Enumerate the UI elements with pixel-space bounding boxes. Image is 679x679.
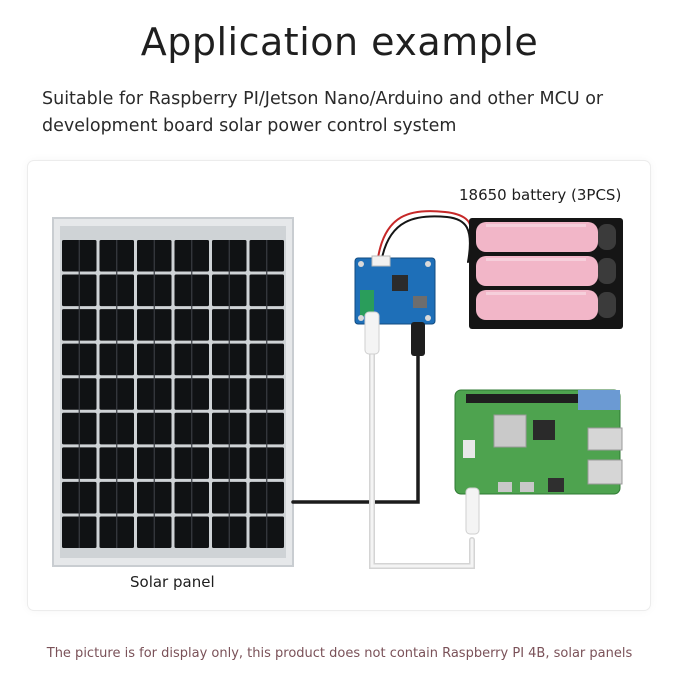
solar-busbar <box>266 240 268 548</box>
battery-label: 18650 battery (3PCS) <box>459 186 622 204</box>
solar-busbar <box>191 240 193 548</box>
solar-power-manager-board <box>354 255 436 356</box>
raspberry-pi-board-image <box>454 389 623 535</box>
disclaimer-footnote: The picture is for display only, this pr… <box>46 646 633 661</box>
page-subtitle: Suitable for Raspberry PI/Jetson Nano/Ar… <box>42 89 604 136</box>
page-title: Application example <box>140 20 539 64</box>
cables <box>291 210 475 569</box>
solar-panel-image <box>52 217 294 567</box>
solar-panel-label: Solar panel <box>130 573 215 591</box>
solar-busbar <box>78 240 80 548</box>
battery-holder-image <box>469 218 623 329</box>
solar-busbar <box>228 240 230 548</box>
solar-busbar <box>116 240 118 548</box>
solar-busbar <box>153 240 155 548</box>
